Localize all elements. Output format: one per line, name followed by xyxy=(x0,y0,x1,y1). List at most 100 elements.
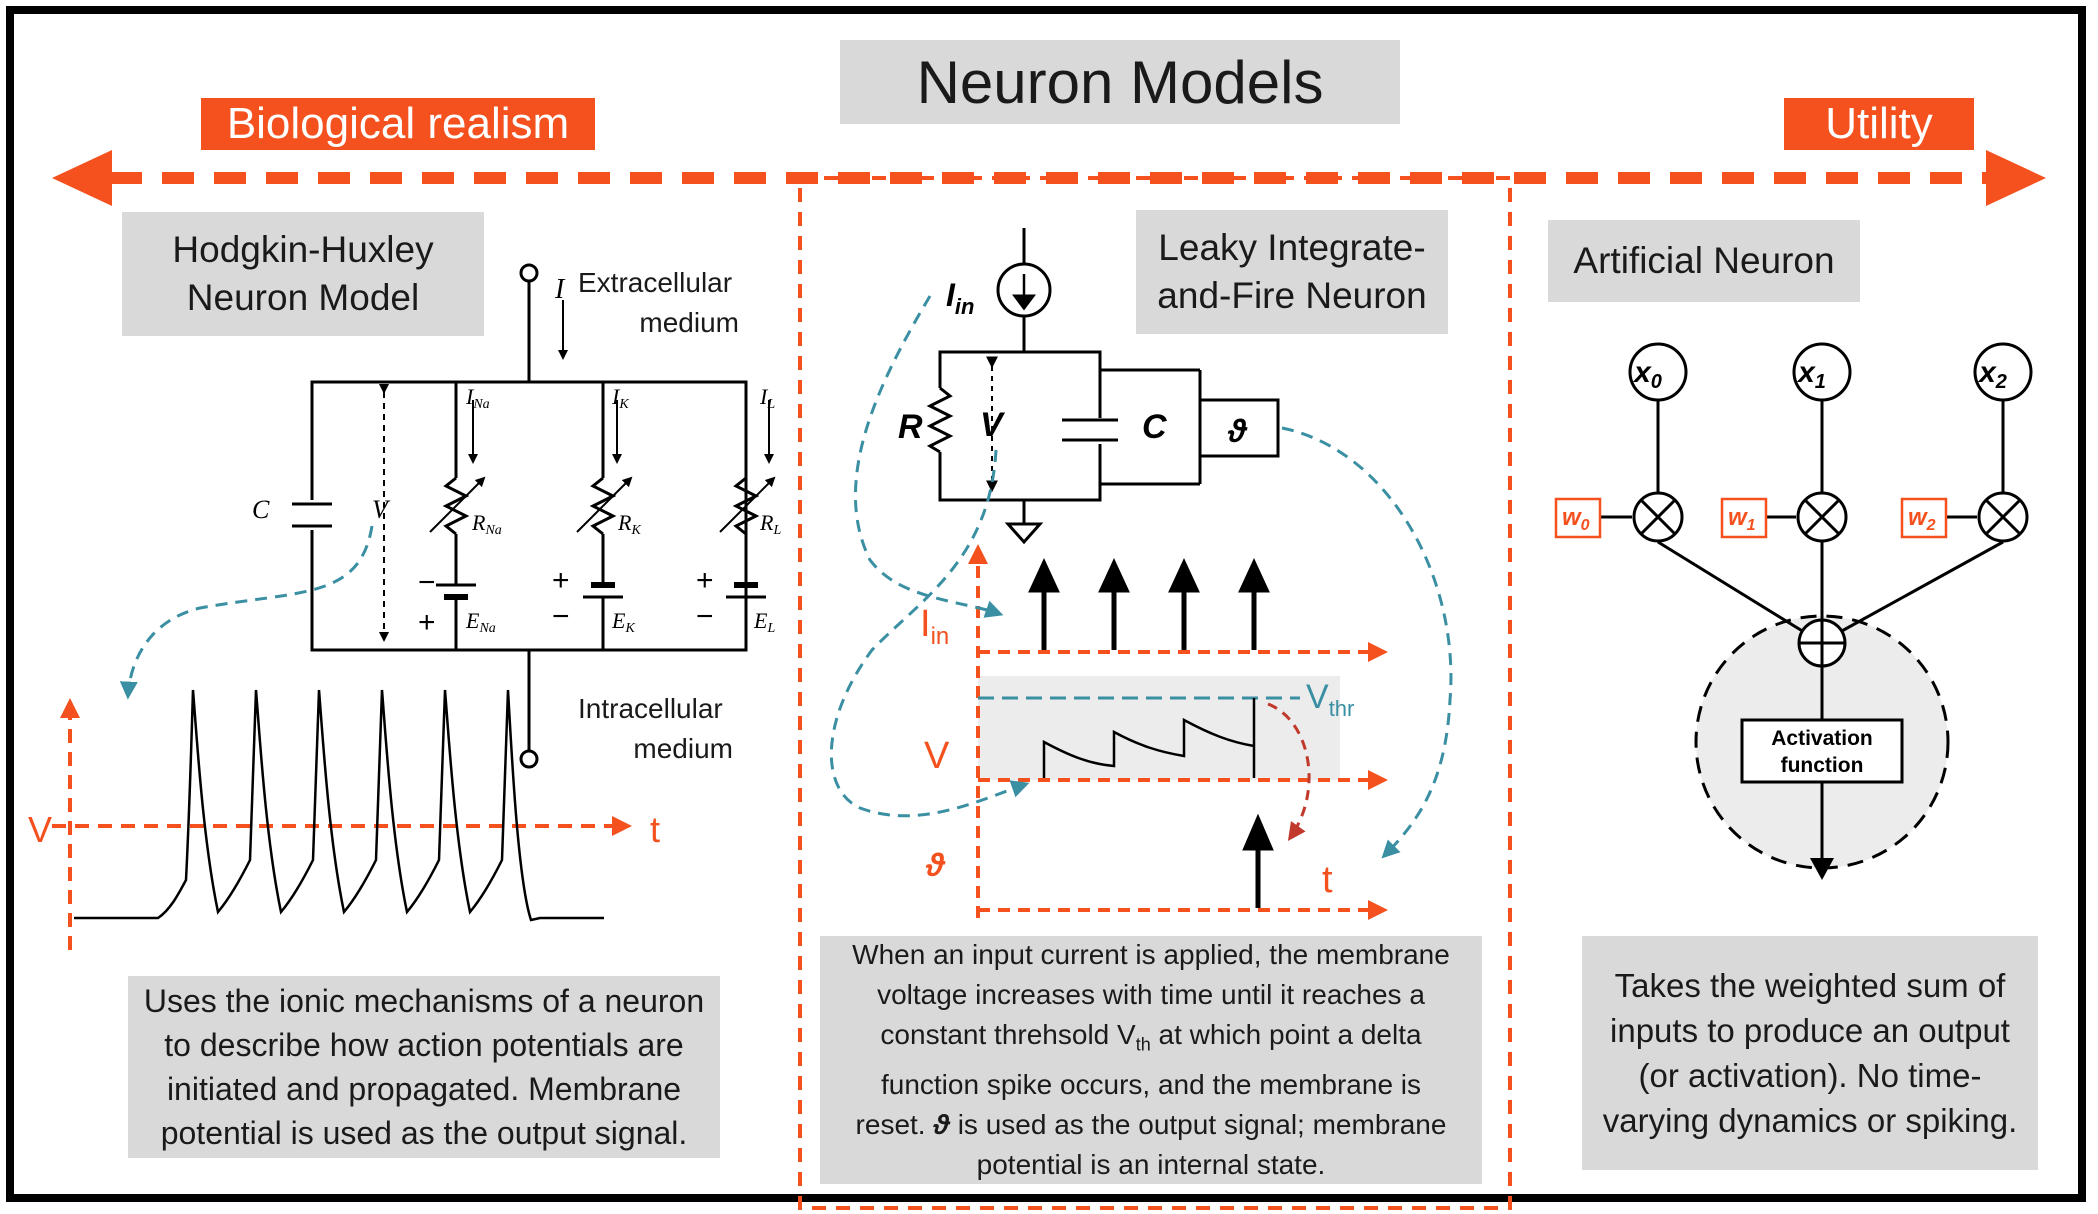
lif-title-box: Leaky Integrate- and-Fire Neuron xyxy=(1136,210,1448,334)
hh-description-box: Uses the ionic mechanisms of a neuron to… xyxy=(128,976,720,1158)
w0-label: w xyxy=(1562,504,1582,531)
hh-extracellular-2: medium xyxy=(639,307,739,338)
lif-circuit-labels: Iin R V C ϑ xyxy=(898,277,1248,449)
svg-text:x1: x1 xyxy=(1796,356,1826,393)
hh-r-k-sub: K xyxy=(630,523,641,538)
hh-branch-l xyxy=(719,382,776,650)
hh-action-potential-trace xyxy=(74,689,604,922)
hh-i-k: I xyxy=(611,384,621,409)
hh-i-na-sub: Na xyxy=(472,397,489,412)
w0-sub: 0 xyxy=(1581,517,1590,534)
hh-e-l-sub: L xyxy=(766,621,775,636)
hh-desc-line-4: potential is used as the output signal. xyxy=(160,1115,688,1151)
hh-na-minus: − xyxy=(418,566,436,599)
x0-label: x xyxy=(1632,356,1652,389)
hh-k-minus: − xyxy=(552,600,570,633)
lif-description-box: When an input current is applied, the me… xyxy=(820,936,1482,1184)
w2-label: w xyxy=(1908,504,1928,531)
activation-line-2: function xyxy=(1781,754,1864,777)
lif-desc-line-5b: is used as the output signal; membrane xyxy=(949,1108,1447,1140)
svg-text:RL: RL xyxy=(759,510,781,538)
svg-text:Iin: Iin xyxy=(946,277,974,319)
x2-sub: 2 xyxy=(1995,371,2007,393)
threshold-to-spike-arrow xyxy=(1267,702,1311,841)
biological-realism-label: Biological realism xyxy=(201,98,595,150)
x2-label: x xyxy=(1977,356,1997,389)
hh-plot-y-label: V xyxy=(28,809,52,850)
ann-desc-line-3: (or activation). No time- xyxy=(1638,1057,1982,1094)
svg-text:EK: EK xyxy=(611,608,635,636)
w2-sub: 2 xyxy=(1926,517,1936,534)
ann-description-box: Takes the weighted sum of inputs to prod… xyxy=(1582,936,2038,1170)
hh-branch-k xyxy=(576,382,633,650)
hh-voltage-v: V xyxy=(372,495,391,524)
hh-e-l: E xyxy=(753,608,768,633)
lif-iin-sub: in xyxy=(955,294,975,319)
lif-circuit xyxy=(926,228,1280,545)
hh-current-i: I xyxy=(554,274,566,305)
lif-desc-line-5a: reset. xyxy=(855,1108,934,1140)
hh-voltage-plot: V t xyxy=(28,689,660,950)
hh-i-k-sub: K xyxy=(618,397,629,412)
hh-plot-x-label: t xyxy=(650,809,660,850)
lif-plot: Iin V ϑ t Vthr xyxy=(829,295,1453,920)
utility-text: Utility xyxy=(1825,99,1933,148)
lif-plot-t: t xyxy=(1322,859,1333,901)
lif-plot-iin: I xyxy=(920,603,931,645)
hh-i-l: I xyxy=(759,384,769,409)
hh-circuit xyxy=(292,263,776,769)
membrane-potential-trace xyxy=(1042,698,1256,778)
hh-i-l-sub: L xyxy=(766,397,775,412)
utility-label: Utility xyxy=(1784,98,1974,150)
activation-line-1: Activation xyxy=(1771,727,1873,750)
svg-text:IL: IL xyxy=(759,384,775,412)
lif-vthr: V xyxy=(1306,678,1329,716)
activation-function-box xyxy=(1740,718,1904,784)
svg-text:ENa: ENa xyxy=(465,608,496,636)
weight-w0-box xyxy=(1554,497,1602,539)
output-spike xyxy=(1242,813,1274,908)
hh-l-plus: + xyxy=(696,564,714,597)
lif-desc-line-3: constant threhsold Vth at which point a … xyxy=(880,1015,1421,1065)
weight-w2-box xyxy=(1900,497,1948,539)
hh-title-line-1: Hodgkin-Huxley xyxy=(172,229,434,270)
hh-extracellular-1: Extracellular xyxy=(578,267,732,298)
biological-realism-text: Biological realism xyxy=(226,99,570,148)
page-title-text: Neuron Models xyxy=(916,48,1324,116)
hh-r-k: R xyxy=(617,510,632,535)
svg-text:Iin: Iin xyxy=(920,603,949,650)
input-x2-node xyxy=(1973,342,2033,402)
hh-intracellular-2: medium xyxy=(633,733,733,764)
svg-text:w0: w0 xyxy=(1562,504,1590,534)
w1-sub: 1 xyxy=(1747,517,1756,534)
hh-r-na: R xyxy=(471,510,486,535)
hh-desc-line-3: initiated and propagated. Membrane xyxy=(166,1071,682,1107)
ann-diagram: Activation function x0 x1 x2 w0 w1 w2 xyxy=(1554,342,2033,880)
iin-to-plot-arrow xyxy=(854,295,1004,618)
lif-c-label: C xyxy=(1142,408,1167,446)
v-to-plot-arrow xyxy=(829,449,1030,818)
lif-desc-theta: ϑ xyxy=(933,1108,950,1140)
hh-branch-na xyxy=(429,382,486,650)
hh-title-box: Hodgkin-Huxley Neuron Model xyxy=(122,212,484,336)
input-x0-node xyxy=(1628,342,1688,402)
hh-r-l-sub: L xyxy=(772,523,781,538)
lif-r-label: R xyxy=(898,408,923,446)
ann-desc-line-4: varying dynamics or spiking. xyxy=(1602,1102,2018,1139)
ann-desc-line-2: inputs to produce an output xyxy=(1610,1012,2010,1049)
hh-cap-c: C xyxy=(252,495,270,524)
lif-desc-line-1: When an input current is applied, the me… xyxy=(852,939,1450,971)
hh-desc-line-2: to describe how action potentials are xyxy=(164,1027,684,1063)
lif-theta-label: ϑ xyxy=(1227,413,1248,449)
x1-sub: 1 xyxy=(1815,371,1826,393)
hh-intracellular-1: Intracellular xyxy=(578,693,723,724)
hh-i-na: I xyxy=(465,384,475,409)
x0-sub: 0 xyxy=(1651,371,1662,393)
hh-e-k-sub: K xyxy=(624,621,635,636)
hh-teal-arrow xyxy=(119,525,374,700)
lif-desc-line-3-sub: th xyxy=(1135,1034,1151,1055)
svg-text:w2: w2 xyxy=(1908,504,1936,534)
input-x1-node xyxy=(1792,342,1852,402)
lif-plot-iin-sub: in xyxy=(931,623,950,650)
